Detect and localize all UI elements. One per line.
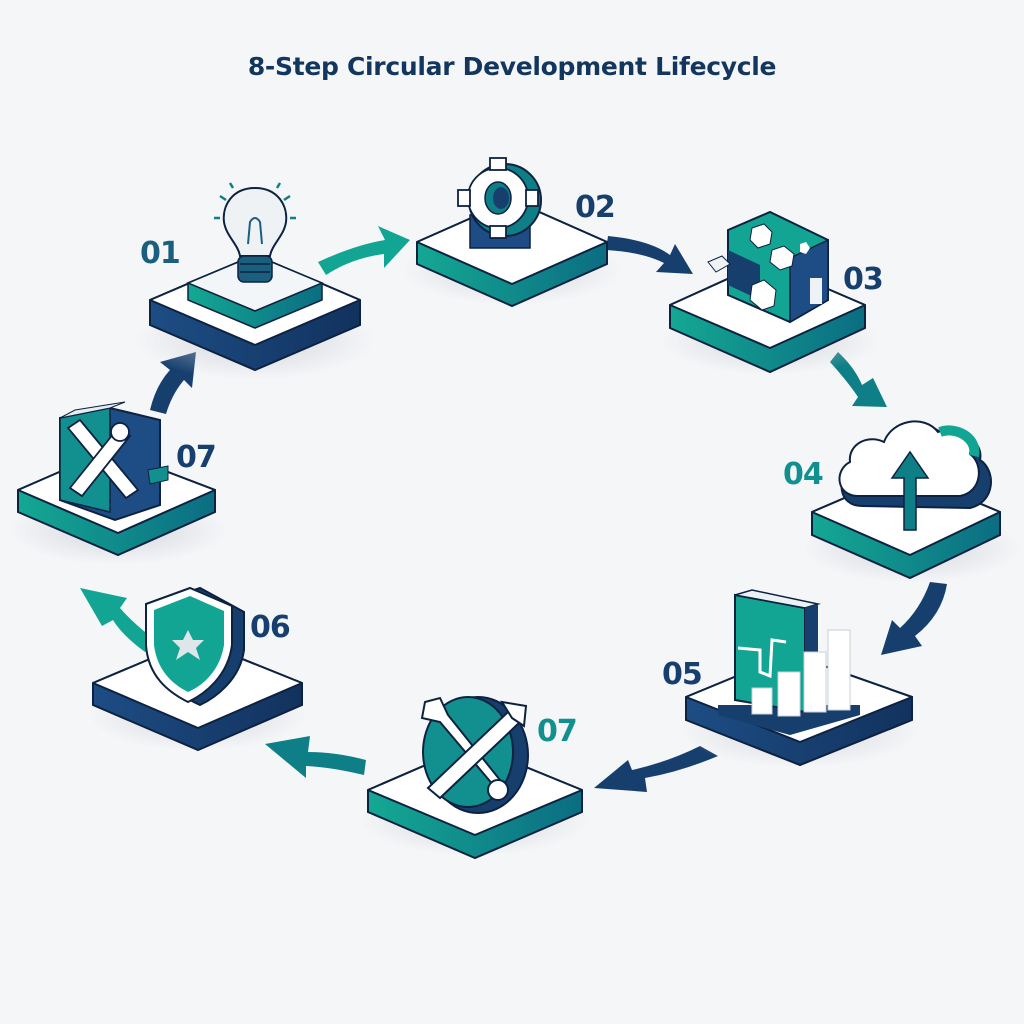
arrow-06-to-07 — [80, 588, 155, 652]
step-number-07-bottom: 07 — [537, 714, 578, 749]
step-number-02: 02 — [575, 190, 616, 225]
step-04 — [802, 420, 1022, 583]
arrow-07-to-06 — [265, 736, 366, 778]
arrow-02-to-03 — [606, 236, 693, 274]
arrow-01-to-02 — [318, 226, 410, 275]
step-03 — [660, 210, 880, 375]
step-number-03: 03 — [843, 262, 884, 297]
step-number-07-left: 07 — [176, 440, 217, 475]
cloud-upload-icon — [838, 420, 992, 531]
step-07-left — [8, 401, 228, 565]
hexagon-blocks-icon — [707, 210, 829, 324]
shield-icon — [145, 586, 245, 707]
lightbulb-icon — [214, 182, 296, 283]
bar-chart-icon — [718, 589, 860, 735]
step-number-01: 01 — [140, 236, 181, 271]
gear-icon — [457, 157, 542, 249]
tools-block-icon — [59, 401, 169, 522]
step-07-bottom — [360, 696, 590, 860]
arrow-05-to-07 — [594, 746, 718, 792]
step-number-05: 05 — [662, 657, 703, 692]
step-01 — [135, 182, 375, 380]
step-02 — [402, 157, 622, 308]
step-number-04: 04 — [783, 457, 824, 492]
step-number-06: 06 — [250, 610, 291, 645]
arrow-04-to-05 — [881, 582, 947, 655]
step-06 — [88, 586, 308, 752]
wrench-screwdriver-icon — [420, 696, 529, 814]
step-05 — [680, 589, 920, 768]
diagram-title: 8-Step Circular Development Lifecycle — [247, 52, 777, 81]
